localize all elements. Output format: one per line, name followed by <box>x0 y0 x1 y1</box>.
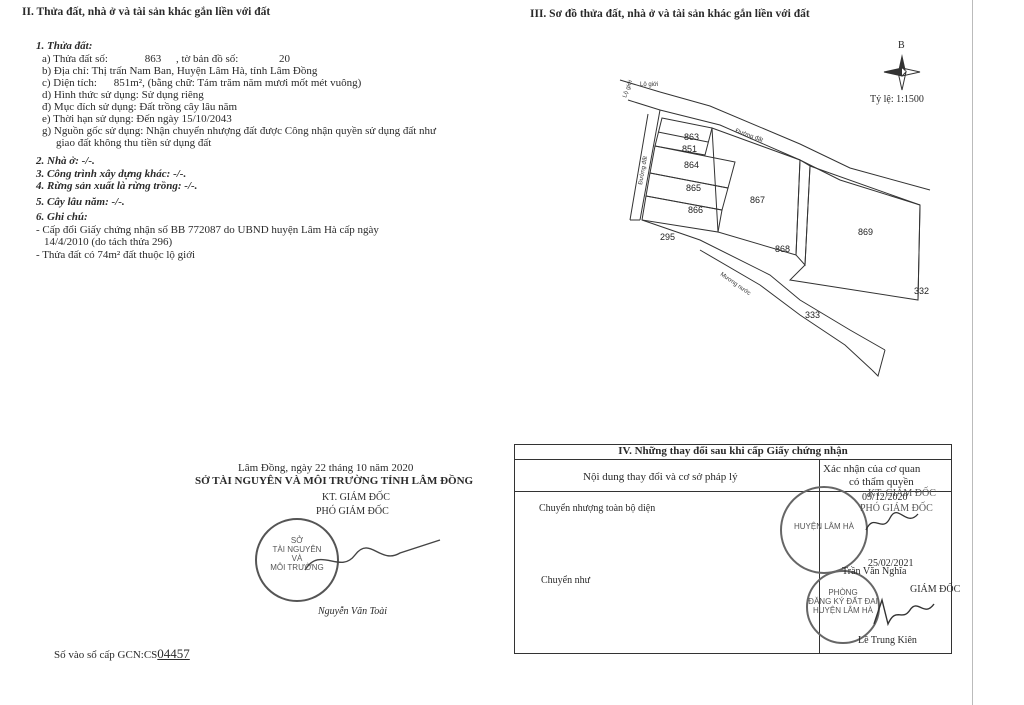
map-label-864: 864 <box>684 160 699 170</box>
signer-name: Nguyễn Văn Toài <box>318 606 388 617</box>
signing-role-2: PHÓ GIÁM ĐỐC <box>316 506 389 517</box>
seal-line-2: TÀI NGUYÊN <box>272 545 322 554</box>
confirm-name-1: Trần Văn Nghĩa <box>842 566 907 577</box>
confirm-name-2: Lê Trung Kiên <box>858 635 917 646</box>
signing-date: Lâm Đồng, ngày 22 tháng 10 năm 2020 <box>238 462 414 474</box>
signature-2 <box>865 511 919 531</box>
land-number-value: 863 <box>144 53 162 65</box>
map-label-333: 333 <box>805 310 820 320</box>
registry-value: 04457 <box>157 646 190 661</box>
usage-term: e) Thời hạn sử dụng: Đến ngày 15/10/2043 <box>42 113 232 125</box>
north-label: B <box>898 40 905 51</box>
map-lo-gioi-2: Lộ giới <box>622 79 634 98</box>
construction-line: 3. Công trình xây dựng khác: -/-. <box>36 168 187 180</box>
address: b) Địa chỉ: Thị trấn Nam Ban, Huyện Lâm … <box>42 65 318 77</box>
district-seal-2-line-2: ĐĂNG KÝ ĐẤT ĐAI <box>808 597 878 606</box>
area-row: c) Diện tích: 851m², (bằng chữ: Tám trăm… <box>42 77 361 89</box>
map-label-869: 869 <box>858 227 873 237</box>
note-1b: 14/4/2010 (do tách thửa 296) <box>44 236 173 248</box>
note-2: - Thửa đất có 74m² đất thuộc lộ giới <box>36 249 196 261</box>
map-label-866: 866 <box>688 205 703 215</box>
changes-table-header: IV. Những thay đổi sau khi cấp Giấy chứn… <box>515 445 951 460</box>
confirm-role-2: GIÁM ĐỐC <box>910 584 961 595</box>
changes-table: IV. Những thay đổi sau khi cấp Giấy chứn… <box>514 444 952 654</box>
signature-1 <box>304 539 441 571</box>
scale-label: Tỷ lệ: 1:1500 <box>870 94 924 105</box>
note-1a: - Cấp đổi Giấy chứng nhận số BB 772087 d… <box>36 224 379 236</box>
land-number-row: a) Thửa đất số: 863 , tờ bản đồ số: 20 <box>42 53 290 65</box>
change-row-2: Chuyển như <box>541 575 591 586</box>
district-seal-2-line-3: HUYỆN LÂM HÀ <box>812 606 873 615</box>
registry-label: Số vào sổ cấp GCN:CS <box>54 649 158 661</box>
col-confirm-header-2: có thẩm quyền <box>849 476 914 488</box>
section-3-title: III. Sơ đồ thửa đất, nhà ở và tài sản kh… <box>530 8 810 20</box>
house-line: 2. Nhà ở: -/-. <box>36 155 95 167</box>
map-label-332: 332 <box>914 286 929 296</box>
north-arrow-icon <box>882 50 922 97</box>
header-divider <box>515 491 951 492</box>
registry-row: Số vào sổ cấp GCN:CS04457 <box>54 646 190 662</box>
map-label-851: 851 <box>682 144 697 154</box>
confirm-date-1: 09/12/2020 <box>862 492 908 503</box>
usage-form: d) Hình thức sử dụng: Sử dụng riêng <box>42 89 204 101</box>
signature-3 <box>873 597 935 627</box>
map-label-867: 867 <box>750 195 765 205</box>
district-seal-line: HUYỆN LÂM HÀ <box>793 522 854 531</box>
map-label-865: 865 <box>686 183 701 193</box>
land-number-label: a) Thửa đất số: <box>42 53 108 65</box>
confirm-date-2: 25/02/2021 <box>868 558 914 569</box>
map-label-295: 295 <box>660 232 675 242</box>
map-lo-gioi-1: Lộ giới <box>640 82 658 88</box>
seal-line-3: VÀ <box>291 554 303 563</box>
confirm-role-1b: PHÓ GIÁM ĐỐC <box>860 503 933 514</box>
seal-line-4: MÔI TRƯỜNG <box>270 563 324 572</box>
map-muong-nuoc: Mương nước <box>719 272 752 297</box>
map-sheet-label: , tờ bản đồ số: <box>175 53 239 65</box>
perennial-line: 5. Cây lâu năm: -/-. <box>36 196 125 208</box>
usage-origin-1: g) Nguồn gốc sử dụng: Nhận chuyển nhượng… <box>42 125 437 137</box>
agency-seal: SỞ TÀI NGUYÊN VÀ MÔI TRƯỜNG <box>255 518 339 602</box>
section-2-title: II. Thửa đất, nhà ở và tài sản khác gắn … <box>22 6 271 18</box>
usage-purpose: đ) Mục đích sử dụng: Đất trồng cây lâu n… <box>42 101 238 113</box>
map-duong-dat-2: Đường đất <box>638 155 649 185</box>
page-edge <box>972 0 973 705</box>
area-value: 851m², (bằng chữ: Tám trăm năm mươi mốt … <box>113 77 362 89</box>
area-label: c) Diện tích: <box>42 77 97 89</box>
col-confirm-header-1: Xác nhận của cơ quan <box>823 463 921 475</box>
map-label-863: 863 <box>684 132 699 142</box>
col-content-header: Nội dung thay đổi và cơ sở pháp lý <box>583 471 738 483</box>
usage-origin-2: giao đất không thu tiền sử dụng đất <box>56 137 212 149</box>
seal-line-1: SỞ <box>290 536 304 545</box>
map-label-868: 868 <box>775 244 790 254</box>
signing-role-1: KT. GIÁM ĐỐC <box>322 492 390 503</box>
land-heading: 1. Thửa đất: <box>36 40 93 52</box>
section-4-title: IV. Những thay đổi sau khi cấp Giấy chứn… <box>618 445 848 457</box>
map-sheet-value: 20 <box>279 53 291 65</box>
change-row-1: Chuyển nhượng toàn bộ diện <box>539 503 656 514</box>
cadastral-map: 863 851 864 865 866 867 868 869 295 333 … <box>619 79 931 377</box>
signing-agency: SỞ TÀI NGUYÊN VÀ MÔI TRƯỜNG TỈNH LÂM ĐỒN… <box>195 475 474 487</box>
district-seal: HUYỆN LÂM HÀ <box>780 486 868 574</box>
forest-line: 4. Rừng sản xuất là rừng trồng: -/-. <box>36 180 198 192</box>
confirm-role-1: KT. GIÁM ĐỐC <box>868 488 936 499</box>
district-seal-2-line-1: PHÒNG <box>828 588 858 597</box>
notes-heading: 6. Ghi chú: <box>36 211 88 223</box>
